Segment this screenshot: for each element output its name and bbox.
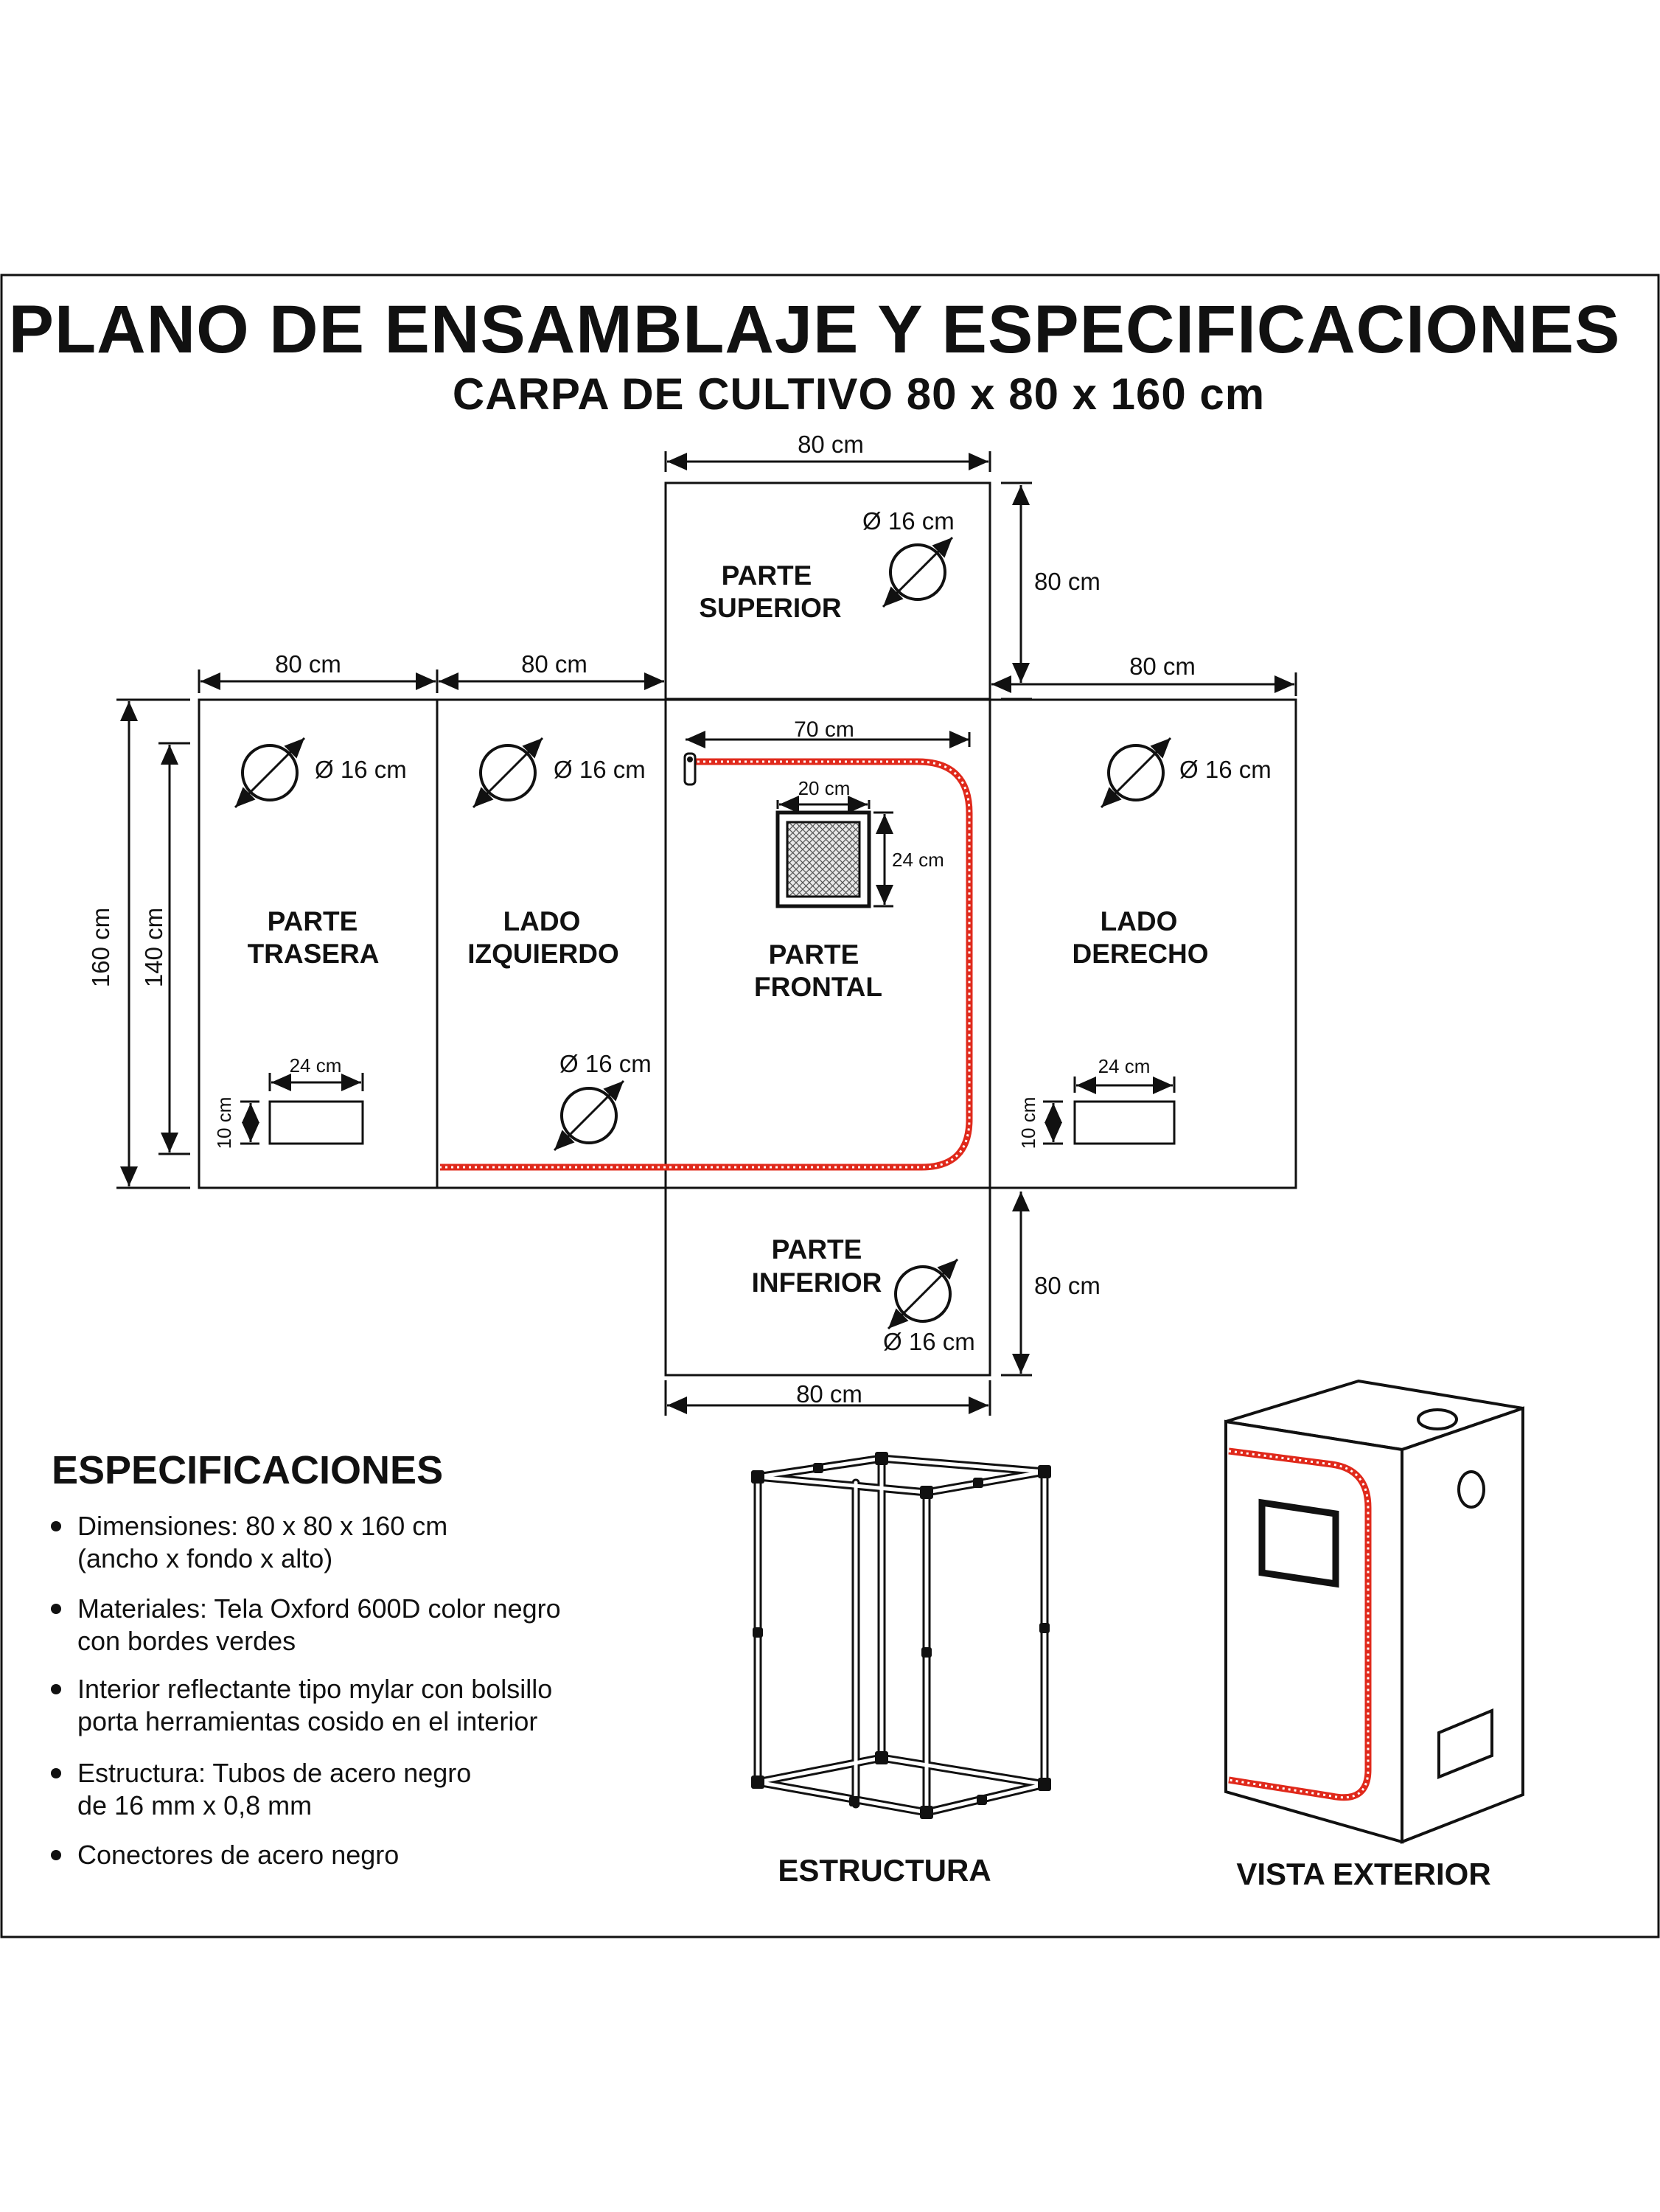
dim-label-total-height: 160 cm <box>87 908 114 987</box>
spec-item: Estructura: Tubos de acero negro de 16 m… <box>51 1758 471 1820</box>
caption-exterior: VISTA EXTERIOR <box>1236 1857 1490 1891</box>
panel-right <box>988 698 1297 1189</box>
dim-label-bottom-height: 80 cm <box>1034 1272 1101 1299</box>
panel-name-back: PARTE TRASERA <box>248 906 380 969</box>
bullet-icon <box>51 1850 61 1860</box>
port-icon-right <box>1100 737 1172 809</box>
dim-label-top-width: 80 cm <box>798 431 864 458</box>
svg-text:con bordes verdes: con bordes verdes <box>77 1626 296 1656</box>
specs-list: Dimensiones: 80 x 80 x 160 cm (ancho x f… <box>51 1511 561 1870</box>
dim-label-vent-right-width: 24 cm <box>1098 1055 1151 1077</box>
caption-frame: ESTRUCTURA <box>778 1853 991 1888</box>
svg-text:PARTE: PARTE <box>722 560 812 591</box>
panel-name-right: LADO DERECHO <box>1072 906 1208 969</box>
svg-text:FRONTAL: FRONTAL <box>754 972 882 1002</box>
zipper-pull-icon <box>683 752 697 786</box>
specs-heading: ESPECIFICACIONES <box>52 1448 443 1492</box>
dim-label-back-width: 80 cm <box>275 650 341 678</box>
svg-text:PARTE: PARTE <box>268 906 358 936</box>
port-label-back: Ø 16 cm <box>315 756 407 783</box>
svg-text:SUPERIOR: SUPERIOR <box>699 593 841 623</box>
spec-item: Conectores de acero negro <box>51 1840 399 1870</box>
spec-item: Dimensiones: 80 x 80 x 160 cm (ancho x f… <box>51 1511 447 1573</box>
port-icon-back <box>234 737 306 809</box>
port-icon-top <box>882 536 954 608</box>
svg-text:Materiales: Tela Oxford 600D c: Materiales: Tela Oxford 600D color negro <box>77 1593 561 1624</box>
bullet-icon <box>51 1768 61 1778</box>
svg-text:porta herramientas cosido en e: porta herramientas cosido en el interior <box>77 1706 537 1736</box>
page-title: PLANO DE ENSAMBLAJE Y ESPECIFICACIONES <box>9 292 1621 367</box>
svg-text:PARTE: PARTE <box>772 1234 862 1265</box>
port-icon-bottom <box>887 1258 959 1330</box>
page-subtitle: CARPA DE CULTIVO 80 x 80 x 160 cm <box>453 369 1265 419</box>
svg-text:LADO: LADO <box>503 906 581 936</box>
svg-text:de 16 mm x 0,8 mm: de 16 mm x 0,8 mm <box>77 1790 312 1820</box>
svg-text:DERECHO: DERECHO <box>1072 939 1208 969</box>
panel-name-top: PARTE SUPERIOR <box>699 560 841 623</box>
port-label-bottom: Ø 16 cm <box>883 1328 975 1355</box>
dim-label-right-width: 80 cm <box>1129 653 1196 680</box>
svg-text:Dimensiones: 80 x 80 x 160 cm: Dimensiones: 80 x 80 x 160 cm <box>77 1511 447 1541</box>
dim-label-vent-right-height: 10 cm <box>1017 1097 1039 1150</box>
panel-bottom <box>664 1186 991 1377</box>
spec-item: Interior reflectante tipo mylar con bols… <box>51 1674 552 1736</box>
dim-label-top-height: 80 cm <box>1034 568 1101 595</box>
svg-text:(ancho x fondo x alto): (ancho x fondo x alto) <box>77 1543 332 1573</box>
svg-text:INFERIOR: INFERIOR <box>752 1267 882 1298</box>
zipper-line <box>440 758 973 1171</box>
dim-label-zipper-width: 70 cm <box>794 717 854 742</box>
sheet-border <box>0 274 1660 1938</box>
dim-label-bottom-width: 80 cm <box>796 1380 862 1408</box>
front-window <box>775 810 871 908</box>
exterior-illustration <box>1224 1379 1524 1844</box>
vent-right <box>1073 1100 1176 1145</box>
exterior-window <box>1258 1498 1339 1588</box>
side-port-icon <box>1457 1470 1485 1509</box>
port-label-left-top: Ø 16 cm <box>554 756 646 783</box>
svg-text:Estructura: Tubos de acero neg: Estructura: Tubos de acero negro <box>77 1758 471 1788</box>
port-label-top: Ø 16 cm <box>862 507 955 535</box>
svg-text:Interior reflectante tipo myla: Interior reflectante tipo mylar con bols… <box>77 1674 552 1704</box>
panel-outlines <box>198 481 1297 1377</box>
svg-text:PARTE: PARTE <box>769 939 859 970</box>
svg-text:IZQUIERDO: IZQUIERDO <box>467 939 619 969</box>
svg-text:Conectores de acero negro: Conectores de acero negro <box>77 1840 399 1870</box>
dim-label-vent-back-height: 10 cm <box>213 1097 235 1150</box>
panel-name-left: LADO IZQUIERDO <box>467 906 619 969</box>
port-label-left-bottom: Ø 16 cm <box>559 1050 652 1077</box>
bullet-icon <box>51 1604 61 1614</box>
svg-text:TRASERA: TRASERA <box>248 939 380 969</box>
spec-item: Materiales: Tela Oxford 600D color negro… <box>51 1593 561 1656</box>
dim-label-left-width: 80 cm <box>521 650 587 678</box>
dim-label-window-width: 20 cm <box>798 777 851 799</box>
vent-back <box>268 1100 364 1145</box>
port-icon-left-bottom <box>553 1079 625 1152</box>
port-icon-left-top <box>472 737 544 809</box>
bullet-icon <box>51 1521 61 1531</box>
side-vent <box>1437 1708 1493 1779</box>
roof-port-icon <box>1417 1408 1458 1430</box>
bullet-icon <box>51 1684 61 1694</box>
dim-label-window-height: 24 cm <box>892 849 944 871</box>
svg-text:LADO: LADO <box>1101 906 1178 936</box>
panel-name-front: PARTE FRONTAL <box>754 939 882 1002</box>
dim-label-vent-back-width: 24 cm <box>290 1054 342 1077</box>
panel-name-bottom: PARTE INFERIOR <box>752 1234 882 1298</box>
dim-label-zipper-height: 140 cm <box>140 908 167 987</box>
frame-illustration <box>751 1452 1051 1819</box>
port-label-right: Ø 16 cm <box>1179 756 1272 783</box>
